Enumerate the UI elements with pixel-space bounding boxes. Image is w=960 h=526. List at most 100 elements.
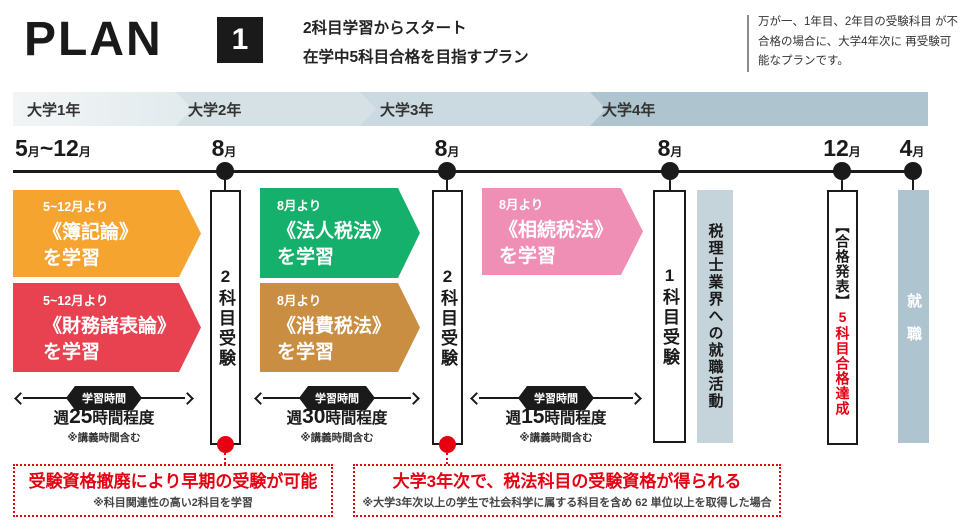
note-divider <box>747 15 749 72</box>
timeline-dot-4 <box>833 162 851 180</box>
study-time-note-3: ※講義時間含む <box>519 432 593 444</box>
month-num: 12 <box>53 135 79 161</box>
timeline-stem-5 <box>912 172 914 190</box>
study-subject: 《消費税法》 <box>277 315 392 337</box>
study-time-badge: 学習時間 <box>66 386 142 410</box>
study-arrow-shouhi: 8月より 《消費税法》 を学習 <box>260 283 420 372</box>
month-separator: ~ <box>39 135 54 161</box>
timeline-month-aug-y4: 8月 <box>658 135 683 162</box>
callout-title: 大学3年次で、税法科目の受験資格が得られる <box>392 472 742 491</box>
exam-box-2: 2科目受験 <box>432 190 463 445</box>
study-action: を学習 <box>277 341 335 363</box>
timeline-dot-1 <box>216 162 234 180</box>
timeline-stem-2 <box>446 172 448 190</box>
study-time-arrow-1: 学習時間 <box>14 391 194 405</box>
timeline-stem-4 <box>841 172 843 190</box>
year-band-segment-1 <box>13 92 192 126</box>
study-time-hours-2: 週30時間程度 <box>287 405 388 429</box>
study-action: を学習 <box>43 247 101 269</box>
year-label-4: 大学4年 <box>602 101 656 119</box>
hours-value: 30 <box>302 405 326 428</box>
plan-number-badge: 1 <box>217 17 263 63</box>
hours-suffix: 時間程度 <box>544 410 607 427</box>
study-time-note-2: ※講義時間含む <box>300 432 374 444</box>
study-action: を学習 <box>499 245 557 267</box>
hours-value: 15 <box>521 405 545 428</box>
timeline-month-range: 5月~12月 <box>15 135 91 162</box>
study-action: を学習 <box>43 341 101 363</box>
study-arrow-bokiron: 5~12月より 《簿記論》 を学習 <box>13 190 201 277</box>
year-label-1: 大学1年 <box>27 101 81 119</box>
callout-note: ※科目関連性の高い2科目を学習 <box>93 497 253 510</box>
study-period: 8月より <box>277 199 322 214</box>
hours-prefix: 週 <box>53 410 70 427</box>
connector-dot-1 <box>217 436 234 453</box>
month-num: 8 <box>657 135 671 161</box>
month-unit: 月 <box>912 145 925 159</box>
announcement-box: 【合格発表】5科目合格達成 <box>827 190 858 445</box>
month-unit: 月 <box>848 145 861 159</box>
timeline-stem-1 <box>224 172 226 190</box>
announcement-label: 【合格発表】 <box>834 219 851 309</box>
arrow-line <box>140 396 185 400</box>
study-subject: 《簿記論》 <box>43 221 139 243</box>
arrow-line <box>23 396 68 400</box>
timeline-axis <box>13 170 916 173</box>
arrow-line <box>479 396 520 400</box>
arrowhead-right-icon <box>629 391 642 405</box>
year-label-2: 大学2年 <box>188 101 242 119</box>
plan-note-line2: が不合格の場合に、大学4年次に <box>758 16 958 48</box>
connector-line-2 <box>446 453 448 464</box>
year-band-segment-4 <box>574 92 928 126</box>
study-time-badge: 学習時間 <box>299 386 375 410</box>
month-unit: 月 <box>447 145 460 159</box>
connector-line-1 <box>224 453 226 464</box>
arrowhead-left-icon <box>470 391 483 405</box>
callout-early-exam: 受験資格撤廃により早期の受験が可能 ※科目関連性の高い2科目を学習 <box>13 464 333 517</box>
arrowhead-right-icon <box>407 391 420 405</box>
study-time-note-1: ※講義時間含む <box>67 432 141 444</box>
plan-subtitle-line2: 在学中5科目合格を目指すプラン <box>303 49 529 66</box>
study-period: 8月より <box>277 293 322 308</box>
study-period: 5~12月より <box>43 293 109 308</box>
timeline-stem-3 <box>669 172 671 190</box>
month-num: 8 <box>434 135 448 161</box>
connector-dot-2 <box>439 436 456 453</box>
study-arrow-houjin: 8月より 《法人税法》 を学習 <box>260 188 420 278</box>
study-subject: 《法人税法》 <box>277 221 392 243</box>
exam-box-1: 2科目受験 <box>210 190 241 445</box>
callout-tax-eligibility: 大学3年次で、税法科目の受験資格が得られる ※大学3年次以上の学生で社会科学に属… <box>353 464 781 517</box>
plan-note-line1: 万が一、1年目、2年目の受験科目 <box>758 16 932 28</box>
month-unit: 月 <box>27 145 40 159</box>
timeline-month-dec: 12月 <box>823 135 861 162</box>
timeline-dot-5 <box>904 162 922 180</box>
hours-prefix: 週 <box>505 410 522 427</box>
arrowhead-right-icon <box>181 391 194 405</box>
month-unit: 月 <box>670 145 683 159</box>
study-subject: 《財務諸表論》 <box>43 315 177 337</box>
arrowhead-left-icon <box>254 391 267 405</box>
study-time-arrow-3: 学習時間 <box>470 391 642 405</box>
study-time-hours-3: 週15時間程度 <box>506 405 607 429</box>
month-num: 8 <box>211 135 225 161</box>
hours-suffix: 時間程度 <box>325 410 388 427</box>
study-subject: 《相続税法》 <box>499 219 614 241</box>
announcement-achievement: 5科目合格達成 <box>834 309 851 416</box>
callout-note: ※大学3年次以上の学生で社会科学に属する科目を含め 62 単位以上を取得した場合 <box>362 497 772 510</box>
employment-box: 就職 <box>898 190 929 443</box>
study-arrow-souzoku: 8月より 《相続税法》 を学習 <box>482 188 643 275</box>
timeline-dot-2 <box>438 162 456 180</box>
study-period: 8月より <box>499 197 544 212</box>
job-hunting-box: 税理士業界への就職活動 <box>697 190 733 443</box>
arrow-line <box>373 396 411 400</box>
month-unit: 月 <box>78 145 91 159</box>
month-num: 5 <box>15 135 28 161</box>
plan-subtitle: 2科目学習からスタート 在学中5科目合格を目指すプラン <box>303 14 529 72</box>
month-num: 4 <box>899 135 913 161</box>
plan-subtitle-line1: 2科目学習からスタート <box>303 20 467 37</box>
study-time-badge: 学習時間 <box>518 386 594 410</box>
hours-prefix: 週 <box>286 410 303 427</box>
year-band-segment-3 <box>344 92 606 126</box>
hours-value: 25 <box>69 405 93 428</box>
study-action: を学習 <box>277 247 335 268</box>
